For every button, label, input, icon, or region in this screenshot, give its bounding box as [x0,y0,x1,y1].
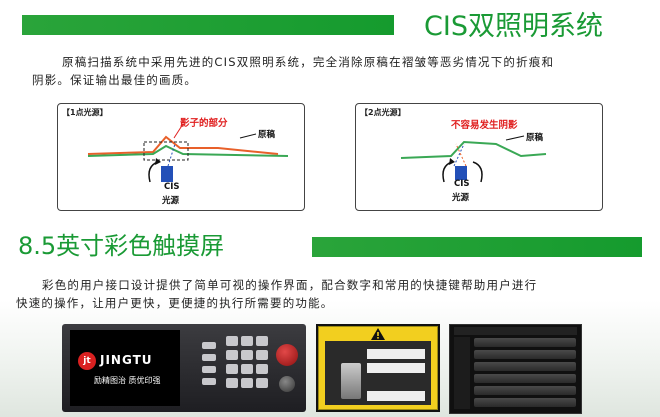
diagram-1-shadow-box [143,141,189,161]
menu-row[interactable] [474,338,576,347]
menu-row[interactable] [474,350,576,359]
side-button[interactable] [202,378,216,385]
diagram-2-doc-line [400,140,547,159]
diagram-2-arrow-head [449,158,455,165]
menu-header [454,327,577,335]
diagram-2-ray-right [455,143,467,167]
keypad-key[interactable] [256,378,268,388]
menu-row[interactable] [474,362,576,371]
diagram-2-callout: 不容易发生阴影 [451,120,518,131]
message-box-2 [367,363,425,373]
message-box-3 [367,391,425,401]
diagram-2-doc-pointer [505,135,525,141]
diagram-1-callout-line [173,123,184,139]
diagram-1-illustration [87,123,289,183]
diagram-2-cis-sensor [455,166,467,180]
keypad-key[interactable] [241,336,253,346]
menu-sidebar [454,337,470,409]
diagram-1-doc-label: 原稿 [258,130,276,140]
keypad-key[interactable] [226,364,238,374]
diagram-2-ray-left [453,143,465,167]
keypad-key[interactable] [256,364,268,374]
side-button[interactable] [202,342,216,349]
device-slogan: 励精图治 质优印强 [94,376,161,385]
keypad-key[interactable] [226,378,238,388]
keypad-key[interactable] [226,336,238,346]
diagram-1-tag: 【1点光源】 [62,108,108,117]
diagram-1-doc-pointer [239,133,257,139]
side-button[interactable] [202,354,216,361]
diagram-1-arrow-head [155,158,161,165]
diagram-2-doc-label: 原稿 [526,133,544,143]
section2-title: 8.5英寸彩色触摸屏 [18,232,225,260]
diagram-1-doc-line [87,135,279,155]
warning-content [325,341,431,405]
keypad-key[interactable] [226,350,238,360]
diagram-2-arrow [442,161,453,183]
diagram-1-cis-sensor [161,166,173,182]
section2-title-bar [312,237,642,257]
menu-row[interactable] [474,386,576,395]
start-button[interactable] [276,344,298,366]
warning-screen [316,324,440,412]
diagram-1-glass-line [87,144,289,157]
menu-row[interactable] [474,374,576,383]
keypad-key[interactable] [241,364,253,374]
device-brand: JINGTU [100,353,153,367]
section2-description-line1: 彩色的用户接口设计提供了简单可视的操作界面，配合数字和常用的快捷键帮助用户进行 [42,278,538,292]
diagram-1-light-label: 光源 [162,196,180,206]
device-screen: jt JINGTU 励精图治 质优印强 [70,330,180,406]
section1-title: CIS双照明系统 [424,11,603,42]
diagram-1-point-light: 【1点光源】 影子的部分 原稿 CIS 光源 [57,103,305,211]
warning-panel [318,326,438,410]
jingtu-logo-glyph: jt [83,356,91,366]
diagram-2-arrow-2 [472,161,483,183]
keypad-key[interactable] [256,350,268,360]
section1-title-bar [22,15,394,35]
jingtu-logo: jt [78,352,96,370]
message-box-1 [367,349,425,359]
diagram-1-cis-label: CIS [164,182,180,192]
diagram-2-cis-label: CIS [454,179,470,189]
diagram-2-illustration [400,135,547,183]
keypad-key[interactable] [241,350,253,360]
numeric-keypad [226,336,270,400]
section1-description-line2: 阴影。保证输出最佳的画质。 [32,73,198,87]
diagram-1-arrow [148,161,159,183]
keypad-key[interactable] [256,336,268,346]
keypad-key[interactable] [241,378,253,388]
diagram-2-light-label: 光源 [452,193,470,203]
section2-description-line2: 快速的操作，让用户更快，更便捷的执行所需要的功能。 [16,296,334,310]
stop-button[interactable] [279,376,295,392]
diagram-2-tag: 【2点光源】 [360,108,406,117]
menu-row[interactable] [474,398,576,407]
menu-screen [449,324,582,414]
section1-description-line1: 原稿扫描系统中采用先进的CIS双照明系统，完全消除原稿在褶皱等恶劣情况下的折痕和 [62,55,555,69]
control-panel-device: jt JINGTU 励精图治 质优印强 [62,324,306,412]
side-button[interactable] [202,366,216,373]
diagram-1-callout: 影子的部分 [180,118,228,129]
diagram-2-point-light: 【2点光源】 不容易发生阴影 原稿 CIS 光源 [355,103,603,211]
warning-icon [371,328,385,340]
machine-illustration-icon [341,363,361,399]
